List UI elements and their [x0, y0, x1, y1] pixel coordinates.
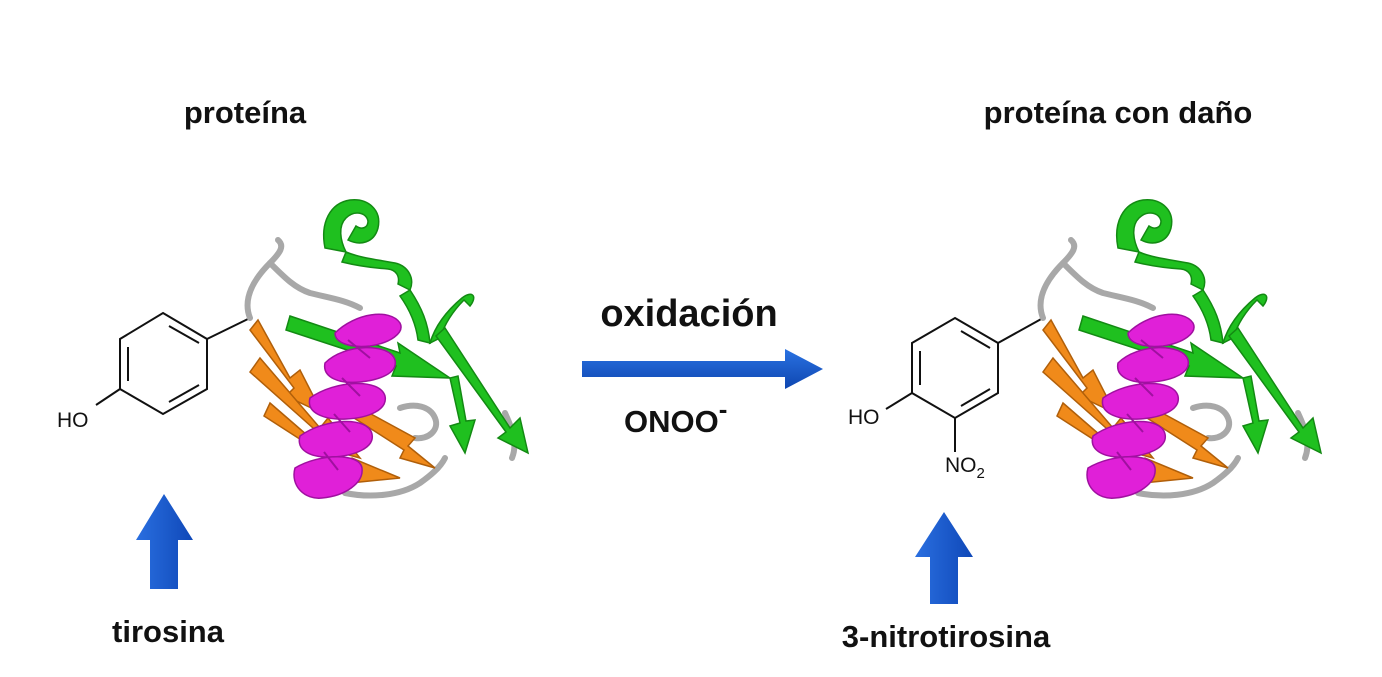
attachment-bond: [997, 317, 1044, 344]
right-protein-cartoon: [1041, 200, 1321, 498]
left-title: proteína: [184, 95, 307, 130]
benzene-ring: [119, 311, 208, 416]
left-hydroxyl-label: HO: [57, 409, 89, 432]
nitrotyrosine-label: 3-nitrotirosina: [842, 619, 1051, 654]
nitro-base: NO: [945, 454, 977, 477]
left-protein-cartoon: [248, 200, 528, 498]
right-hydroxyl-label: HO: [848, 406, 880, 429]
nitro-subscript: 2: [977, 465, 985, 482]
benzene-ring: [911, 316, 999, 420]
reagent-charge: -: [719, 394, 728, 424]
tyrosine-label: tirosina: [112, 614, 225, 649]
nitrotyrosine-up-arrow: [915, 512, 973, 604]
attachment-bond: [206, 317, 251, 340]
right-title: proteína con daño: [984, 95, 1253, 130]
reagent-formula: ONOO: [624, 404, 719, 439]
hydroxyl-bond: [95, 388, 121, 406]
hydroxyl-bond: [885, 392, 913, 410]
tyrosine-structure: [95, 311, 251, 416]
nitrotyrosine-structure: [885, 316, 1044, 452]
tyrosine-up-arrow: [136, 494, 193, 589]
reaction-label: oxidación: [600, 293, 777, 335]
nitro-label: NO2: [945, 454, 985, 482]
reagent-label: ONOO-: [624, 394, 727, 439]
reaction-arrow: [582, 349, 823, 389]
